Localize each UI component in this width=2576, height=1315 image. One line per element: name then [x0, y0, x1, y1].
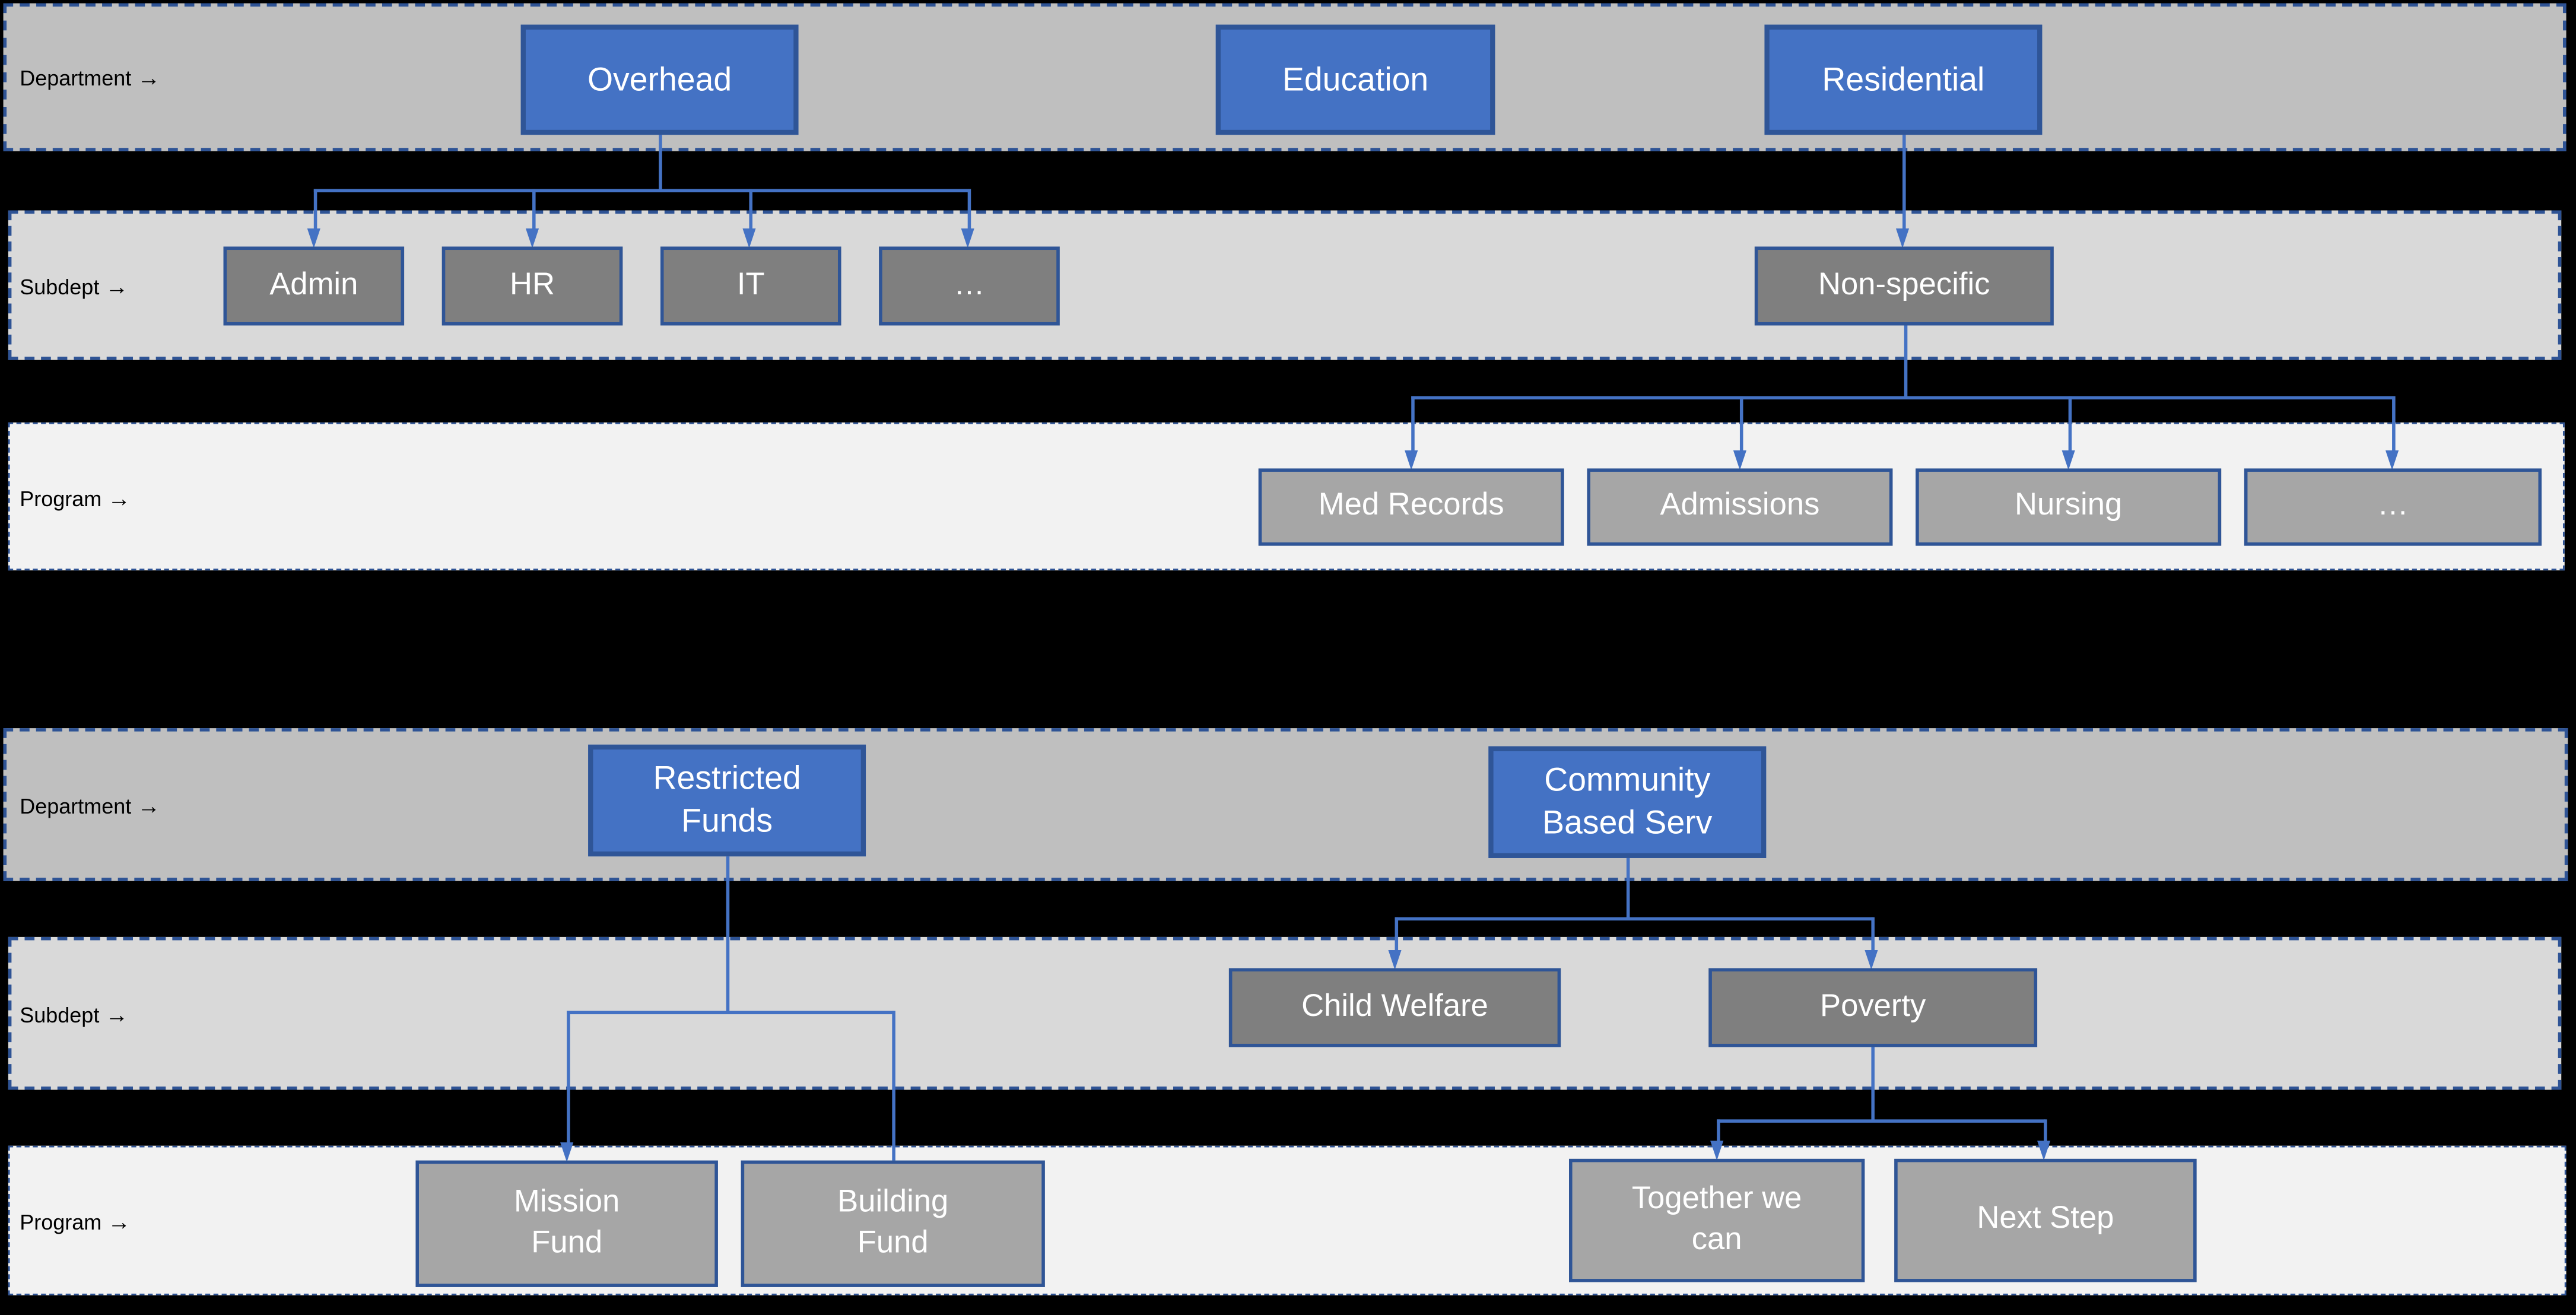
- connector-overhead-branch: [313, 189, 970, 192]
- connector-drop-ellipsis-program: [2392, 396, 2395, 454]
- node-admissions: Admissions: [1587, 468, 1893, 546]
- node-non-specific: Non-specific: [1754, 246, 2054, 326]
- connector-drop-together-we-can: [1717, 1119, 1720, 1144]
- arrowhead-admissions: [1732, 450, 1746, 471]
- row-label-department-bottom: Department →: [20, 792, 160, 818]
- right-arrow-icon: →: [105, 1000, 129, 1028]
- row-label-text: Subdept: [20, 274, 100, 300]
- connector-residential-drop: [1902, 135, 1905, 230]
- arrowhead-hr: [525, 228, 538, 249]
- connector-drop-poverty: [1871, 917, 1875, 954]
- connector-drop-building-fund: [892, 1011, 895, 1162]
- right-arrow-icon: →: [107, 485, 131, 512]
- right-arrow-icon: →: [105, 272, 129, 300]
- node-community-based-serv: Community Based Serv: [1488, 746, 1767, 858]
- arrowhead-together-we-can: [1709, 1141, 1723, 1161]
- arrowhead-non-specific: [1895, 228, 1908, 249]
- connector-poverty-riser: [1871, 1047, 1875, 1122]
- row-label-text: Subdept: [20, 1002, 100, 1028]
- row-label-subdept-bottom: Subdept →: [20, 1001, 128, 1027]
- node-nursing: Nursing: [1916, 468, 2222, 546]
- node-med-records: Med Records: [1258, 468, 1564, 546]
- node-restricted-funds: Restricted Funds: [588, 744, 866, 857]
- subdept-band-top: [8, 210, 2562, 360]
- arrowhead-ellipsis-subdept: [960, 228, 974, 249]
- connector-drop-mission-fund: [567, 1011, 570, 1144]
- arrowhead-child-welfare: [1387, 950, 1401, 970]
- node-mission-fund: Mission Fund: [415, 1160, 718, 1287]
- arrowhead-next-step: [2036, 1141, 2050, 1161]
- node-together-we-can: Together we can: [1569, 1158, 1865, 1282]
- arrowhead-admin: [306, 228, 320, 249]
- connector-non-specific-riser: [1904, 325, 1907, 398]
- node-overhead: Overhead: [520, 24, 799, 135]
- right-arrow-icon: →: [137, 792, 161, 819]
- arrowhead-it: [742, 228, 755, 249]
- connector-drop-admissions: [1739, 396, 1743, 454]
- connector-community-branch: [1395, 917, 1873, 920]
- node-hr: HR: [441, 246, 623, 326]
- connector-drop-next-step: [2044, 1119, 2047, 1144]
- node-education: Education: [1215, 24, 1495, 135]
- arrowhead-mission-fund: [559, 1142, 573, 1162]
- node-admin: Admin: [223, 246, 405, 326]
- connector-community-riser: [1626, 857, 1630, 919]
- node-residential: Residential: [1764, 24, 2043, 135]
- connector-drop-hr: [532, 189, 535, 230]
- connector-overhead-riser: [659, 135, 662, 191]
- right-arrow-icon: →: [137, 64, 161, 91]
- node-it: IT: [660, 246, 841, 326]
- connector-drop-admin: [313, 189, 317, 230]
- connector-poverty-branch: [1717, 1119, 2045, 1123]
- connector-restricted-funds-riser: [726, 856, 729, 1013]
- connector-drop-med-records: [1411, 396, 1414, 454]
- connector-drop-ellipsis-subdept: [967, 189, 971, 230]
- row-label-text: Department: [20, 65, 132, 91]
- arrowhead-nursing: [2061, 450, 2075, 471]
- node-building-fund: Building Fund: [741, 1160, 1045, 1287]
- row-label-program-bottom: Program →: [20, 1208, 131, 1234]
- row-label-department-top: Department →: [20, 64, 160, 90]
- connector-drop-child-welfare: [1395, 917, 1398, 954]
- node-ellipsis-program: …: [2244, 468, 2542, 546]
- row-label-text: Department: [20, 793, 132, 819]
- row-label-text: Program: [20, 1209, 102, 1235]
- right-arrow-icon: →: [107, 1208, 131, 1235]
- node-ellipsis-subdept: …: [879, 246, 1060, 326]
- row-label-subdept-top: Subdept →: [20, 273, 128, 299]
- connector-drop-it: [749, 189, 752, 230]
- connector-drop-nursing: [2068, 396, 2072, 454]
- row-label-program-top: Program →: [20, 485, 131, 511]
- node-poverty: Poverty: [1708, 968, 2038, 1047]
- row-label-text: Program: [20, 486, 102, 512]
- arrowhead-poverty: [1863, 950, 1878, 970]
- connector-non-specific-branch: [1411, 396, 2394, 399]
- node-next-step: Next Step: [1894, 1158, 2197, 1282]
- arrowhead-ellipsis-program: [2384, 450, 2398, 471]
- arrowhead-med-records: [1403, 450, 1417, 471]
- connector-restricted-funds-branch: [567, 1011, 894, 1014]
- node-child-welfare: Child Welfare: [1228, 968, 1561, 1047]
- department-band-bottom: [3, 728, 2568, 881]
